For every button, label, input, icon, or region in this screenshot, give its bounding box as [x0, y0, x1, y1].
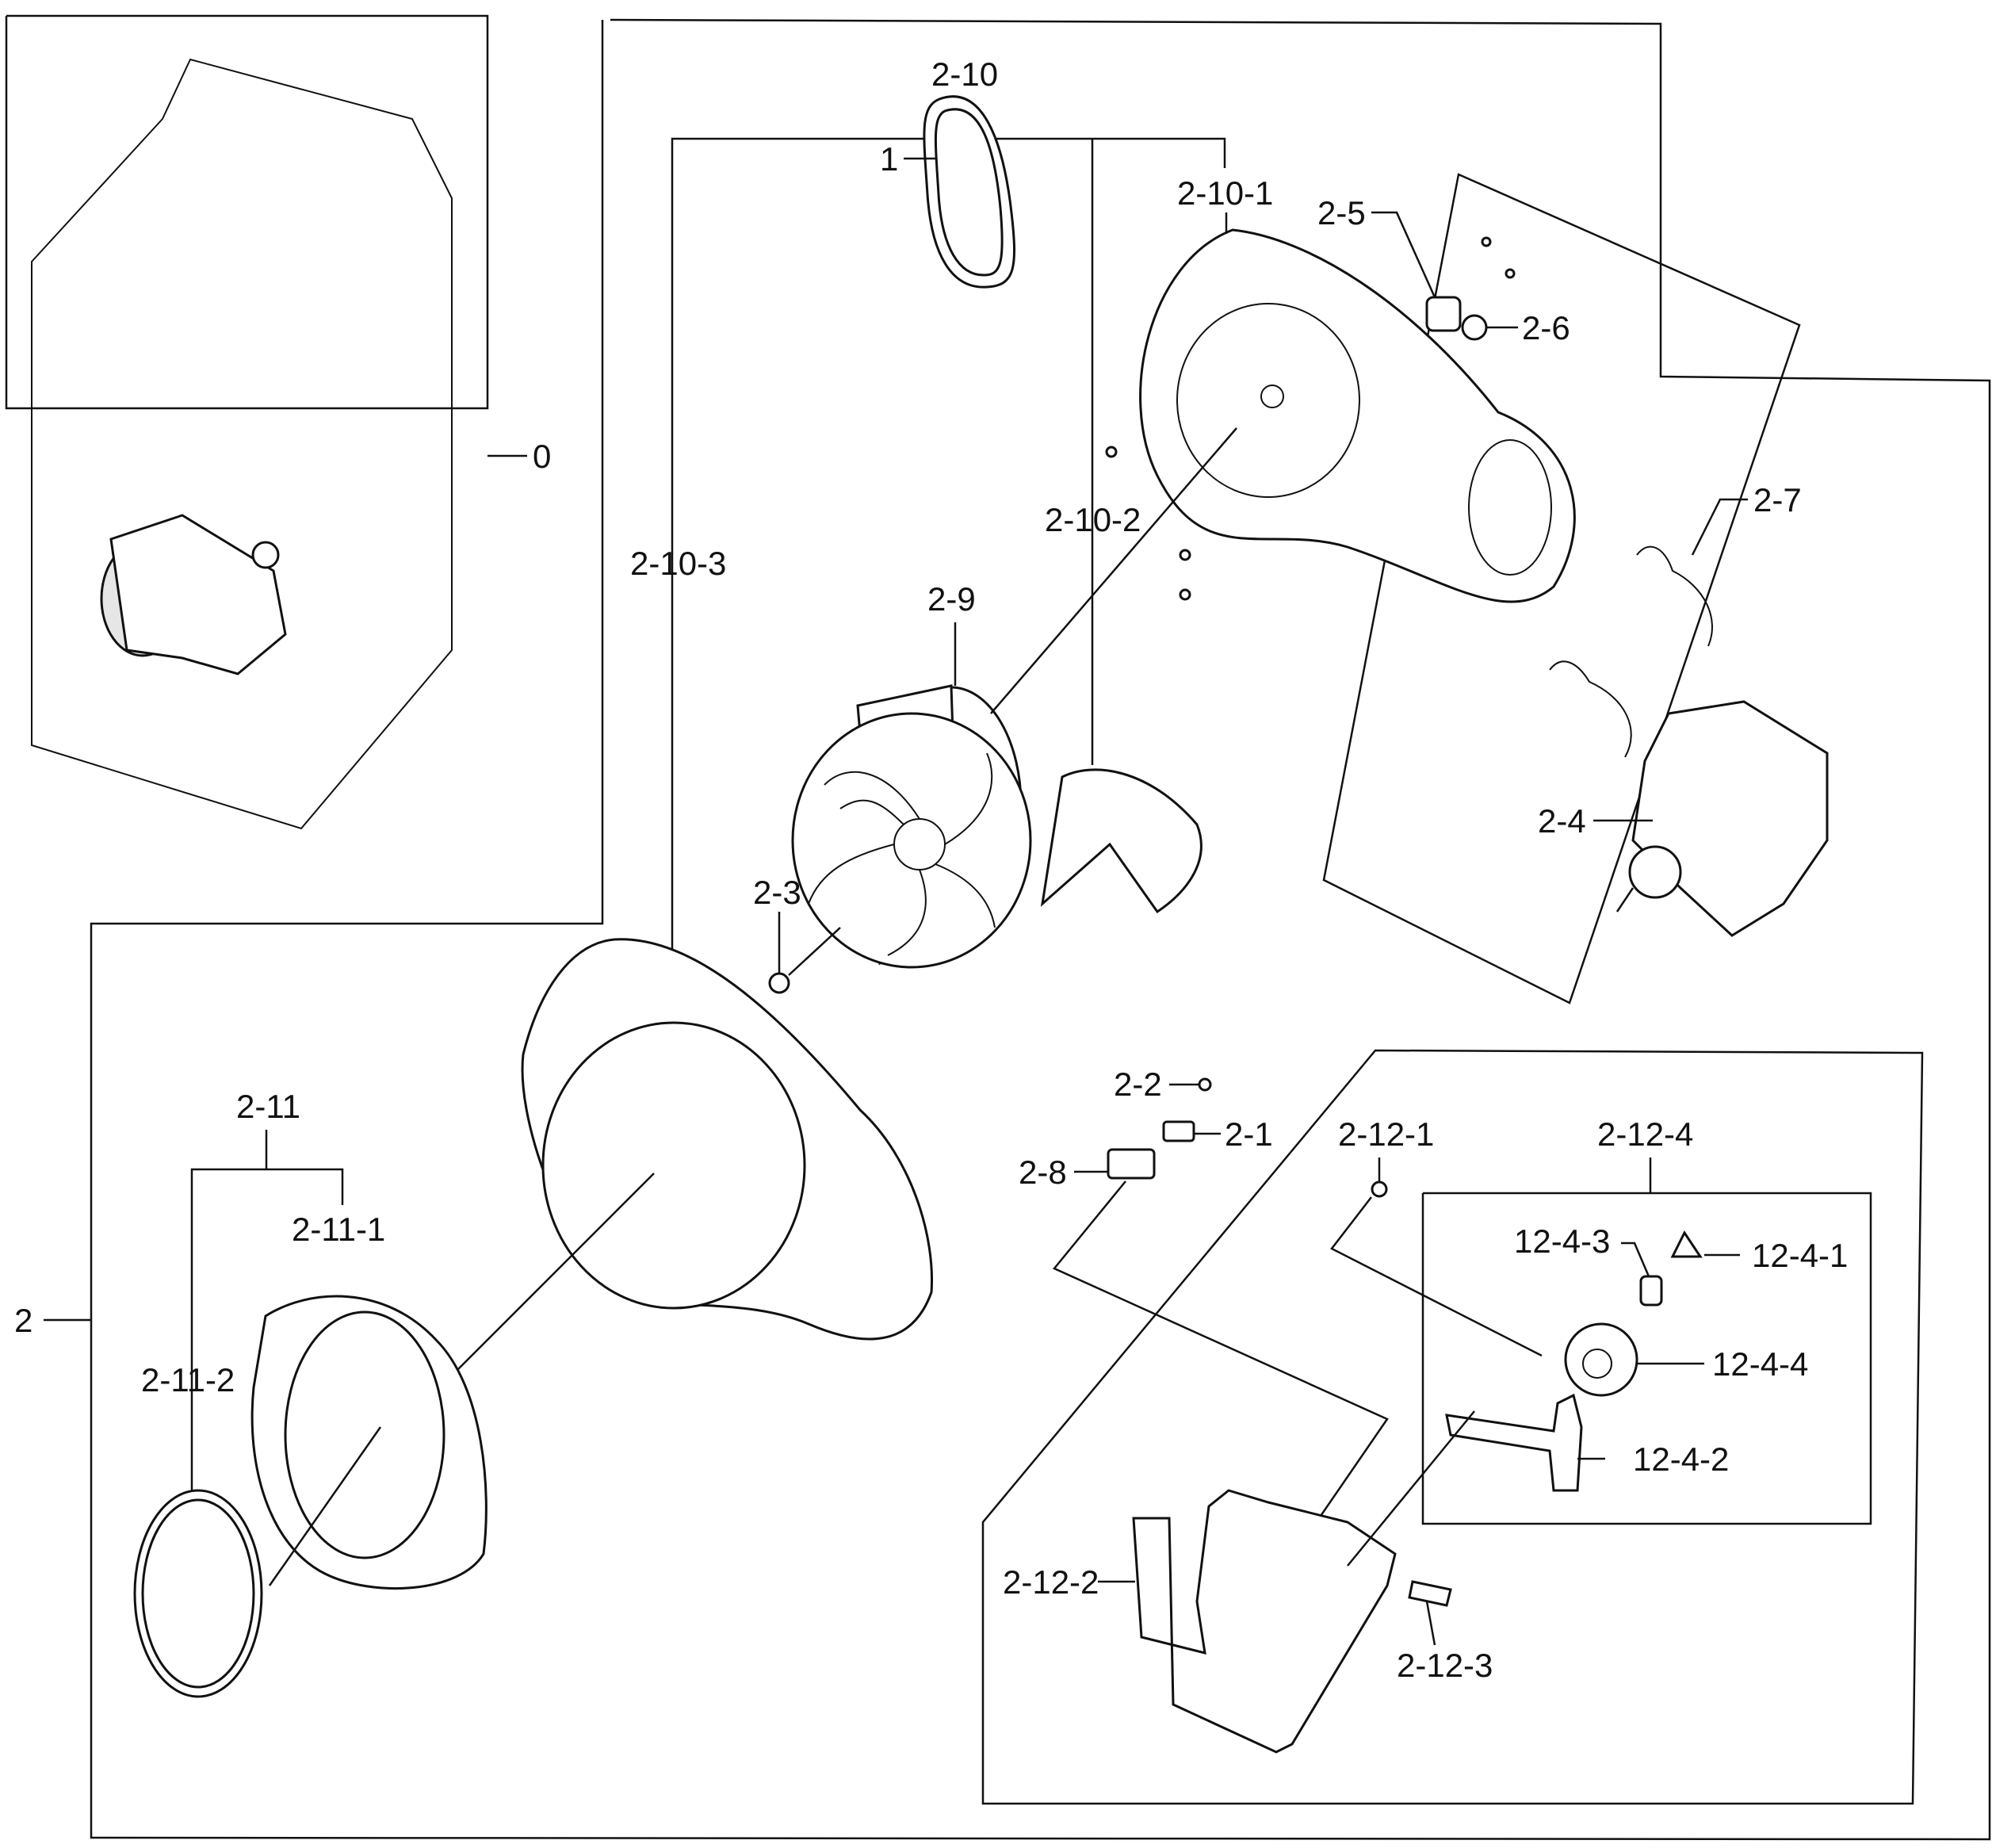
- rear-housing: [1139, 228, 1576, 603]
- screw-2-12-1: [1371, 1180, 1388, 1198]
- assembly-0-overview: [31, 58, 453, 830]
- clip-2-7-a: [1636, 545, 1713, 647]
- box-2-12-4: [1421, 1192, 1872, 1525]
- rear-housing-hub: [1260, 385, 1284, 408]
- idler-bracket-2-12-2: [1132, 1489, 1397, 1754]
- screw-2-5-b: [1505, 268, 1516, 279]
- label-2-10-1: 2-10-1: [1177, 174, 1273, 212]
- label-2-11-2: 2-11-2: [141, 1361, 235, 1398]
- label-12-4-4: 12-4-4: [1712, 1345, 1808, 1383]
- label-0: 0: [533, 438, 551, 475]
- duct-2-10-2: [1040, 768, 1202, 914]
- axis-front-plate: [268, 1426, 382, 1586]
- label-2-12-2: 2-12-2: [1003, 1563, 1099, 1601]
- label-2-3: 2-3: [753, 874, 801, 911]
- belt: [923, 95, 1015, 289]
- label-2-12-4: 2-12-4: [1597, 1115, 1693, 1153]
- axis-2-12-2: [1347, 1410, 1475, 1567]
- axis-2-8: [1053, 1180, 1389, 1547]
- felt-seal-inner: [141, 1498, 255, 1689]
- label-2-6: 2-6: [1522, 309, 1570, 346]
- sensor-2-8: [1107, 1148, 1156, 1180]
- idler-arm-12-4-2: [1445, 1393, 1583, 1492]
- leader-12-4-3: [1621, 1242, 1650, 1277]
- part-labels: 0 1 2 2-1 2-2 2-3 2-4 2-5 2-6 2-7 2-8 2-…: [14, 55, 1848, 1684]
- assembly-housing: [109, 514, 287, 675]
- rear-housing-shell: [1139, 228, 1576, 603]
- axis-wheel-housing: [990, 427, 1237, 714]
- motor-end-cap: [1628, 845, 1682, 899]
- rear-housing-outlet: [1468, 439, 1552, 576]
- screw-2-10-1-c: [1179, 588, 1191, 601]
- front-housing: [521, 938, 934, 1341]
- label-2-2: 2-2: [1114, 1066, 1162, 1103]
- label-2-12-3: 2-12-3: [1397, 1647, 1493, 1684]
- rear-housing-recess: [1176, 303, 1360, 498]
- screw-2-2: [1198, 1077, 1212, 1092]
- axis-front-housing: [439, 1173, 655, 1388]
- sensor-2-6: [1461, 314, 1488, 341]
- rear-hardware: [1105, 236, 1516, 601]
- idler-shaft-12-4-3: [1639, 1275, 1663, 1307]
- label-2-10-2: 2-10-2: [1045, 501, 1141, 538]
- label-2-5: 2-5: [1317, 194, 1366, 231]
- screw-2-10-1-b: [1179, 549, 1191, 561]
- label-2-10-3: 2-10-3: [630, 545, 726, 582]
- thermostat-2-5: [1425, 296, 1462, 332]
- label-12-4-2: 12-4-2: [1633, 1441, 1729, 1478]
- group-frames: [5, 14, 1991, 1841]
- label-2-10: 2-10: [931, 55, 998, 93]
- nut-2-3: [768, 972, 790, 994]
- leader-2-7: [1691, 498, 1748, 556]
- label-2-1: 2-1: [1225, 1115, 1273, 1153]
- label-2-8: 2-8: [1019, 1154, 1067, 1191]
- motor-group-outline: [1322, 173, 1801, 1004]
- axis-2-12-1: [1330, 1196, 1543, 1357]
- thermistor-2-1: [1162, 1120, 1195, 1142]
- label-2-11: 2-11: [236, 1088, 300, 1125]
- idler-wheel-hub: [1582, 1349, 1612, 1379]
- screw-2-5-a: [1481, 236, 1492, 247]
- front-plate-opening: [284, 1310, 445, 1559]
- label-2-11-1: 2-11-1: [292, 1211, 385, 1248]
- belt-inner: [934, 108, 1004, 277]
- wheel-front: [791, 712, 1032, 969]
- axis-nut-wheel: [788, 927, 841, 976]
- motor: [1615, 700, 1829, 937]
- label-2: 2: [14, 1302, 32, 1339]
- screw-2-10-1-a: [1105, 446, 1118, 458]
- label-12-4-1: 12-4-1: [1752, 1237, 1848, 1274]
- cabinet-outline: [31, 58, 453, 830]
- blower-wheel: [791, 684, 1032, 969]
- group-2-frame: [90, 18, 1991, 1841]
- motor-body: [1631, 700, 1829, 937]
- assembly-0-frame: [5, 14, 489, 410]
- label-2-7: 2-7: [1753, 481, 1802, 518]
- spring-2-12-3: [1408, 1580, 1452, 1607]
- wheel-blades: [808, 752, 996, 956]
- motor-shaft: [1615, 887, 1635, 913]
- leader-2-5: [1371, 211, 1436, 298]
- assembly-motor-knob: [251, 541, 280, 569]
- clip-2-7-b: [1549, 660, 1632, 758]
- idler-wheel-12-4-4: [1564, 1322, 1638, 1397]
- idler-group-outline: [981, 1049, 1924, 1805]
- leader-2-12-3: [1425, 1601, 1436, 1646]
- label-12-4-3: 12-4-3: [1514, 1222, 1610, 1260]
- label-2-9: 2-9: [927, 580, 976, 618]
- label-1: 1: [880, 140, 898, 178]
- idler-pulley-12-4-1: [1670, 1230, 1703, 1258]
- label-2-4: 2-4: [1538, 802, 1586, 840]
- label-2-12-1: 2-12-1: [1338, 1115, 1434, 1153]
- front-housing-opening: [541, 1021, 806, 1310]
